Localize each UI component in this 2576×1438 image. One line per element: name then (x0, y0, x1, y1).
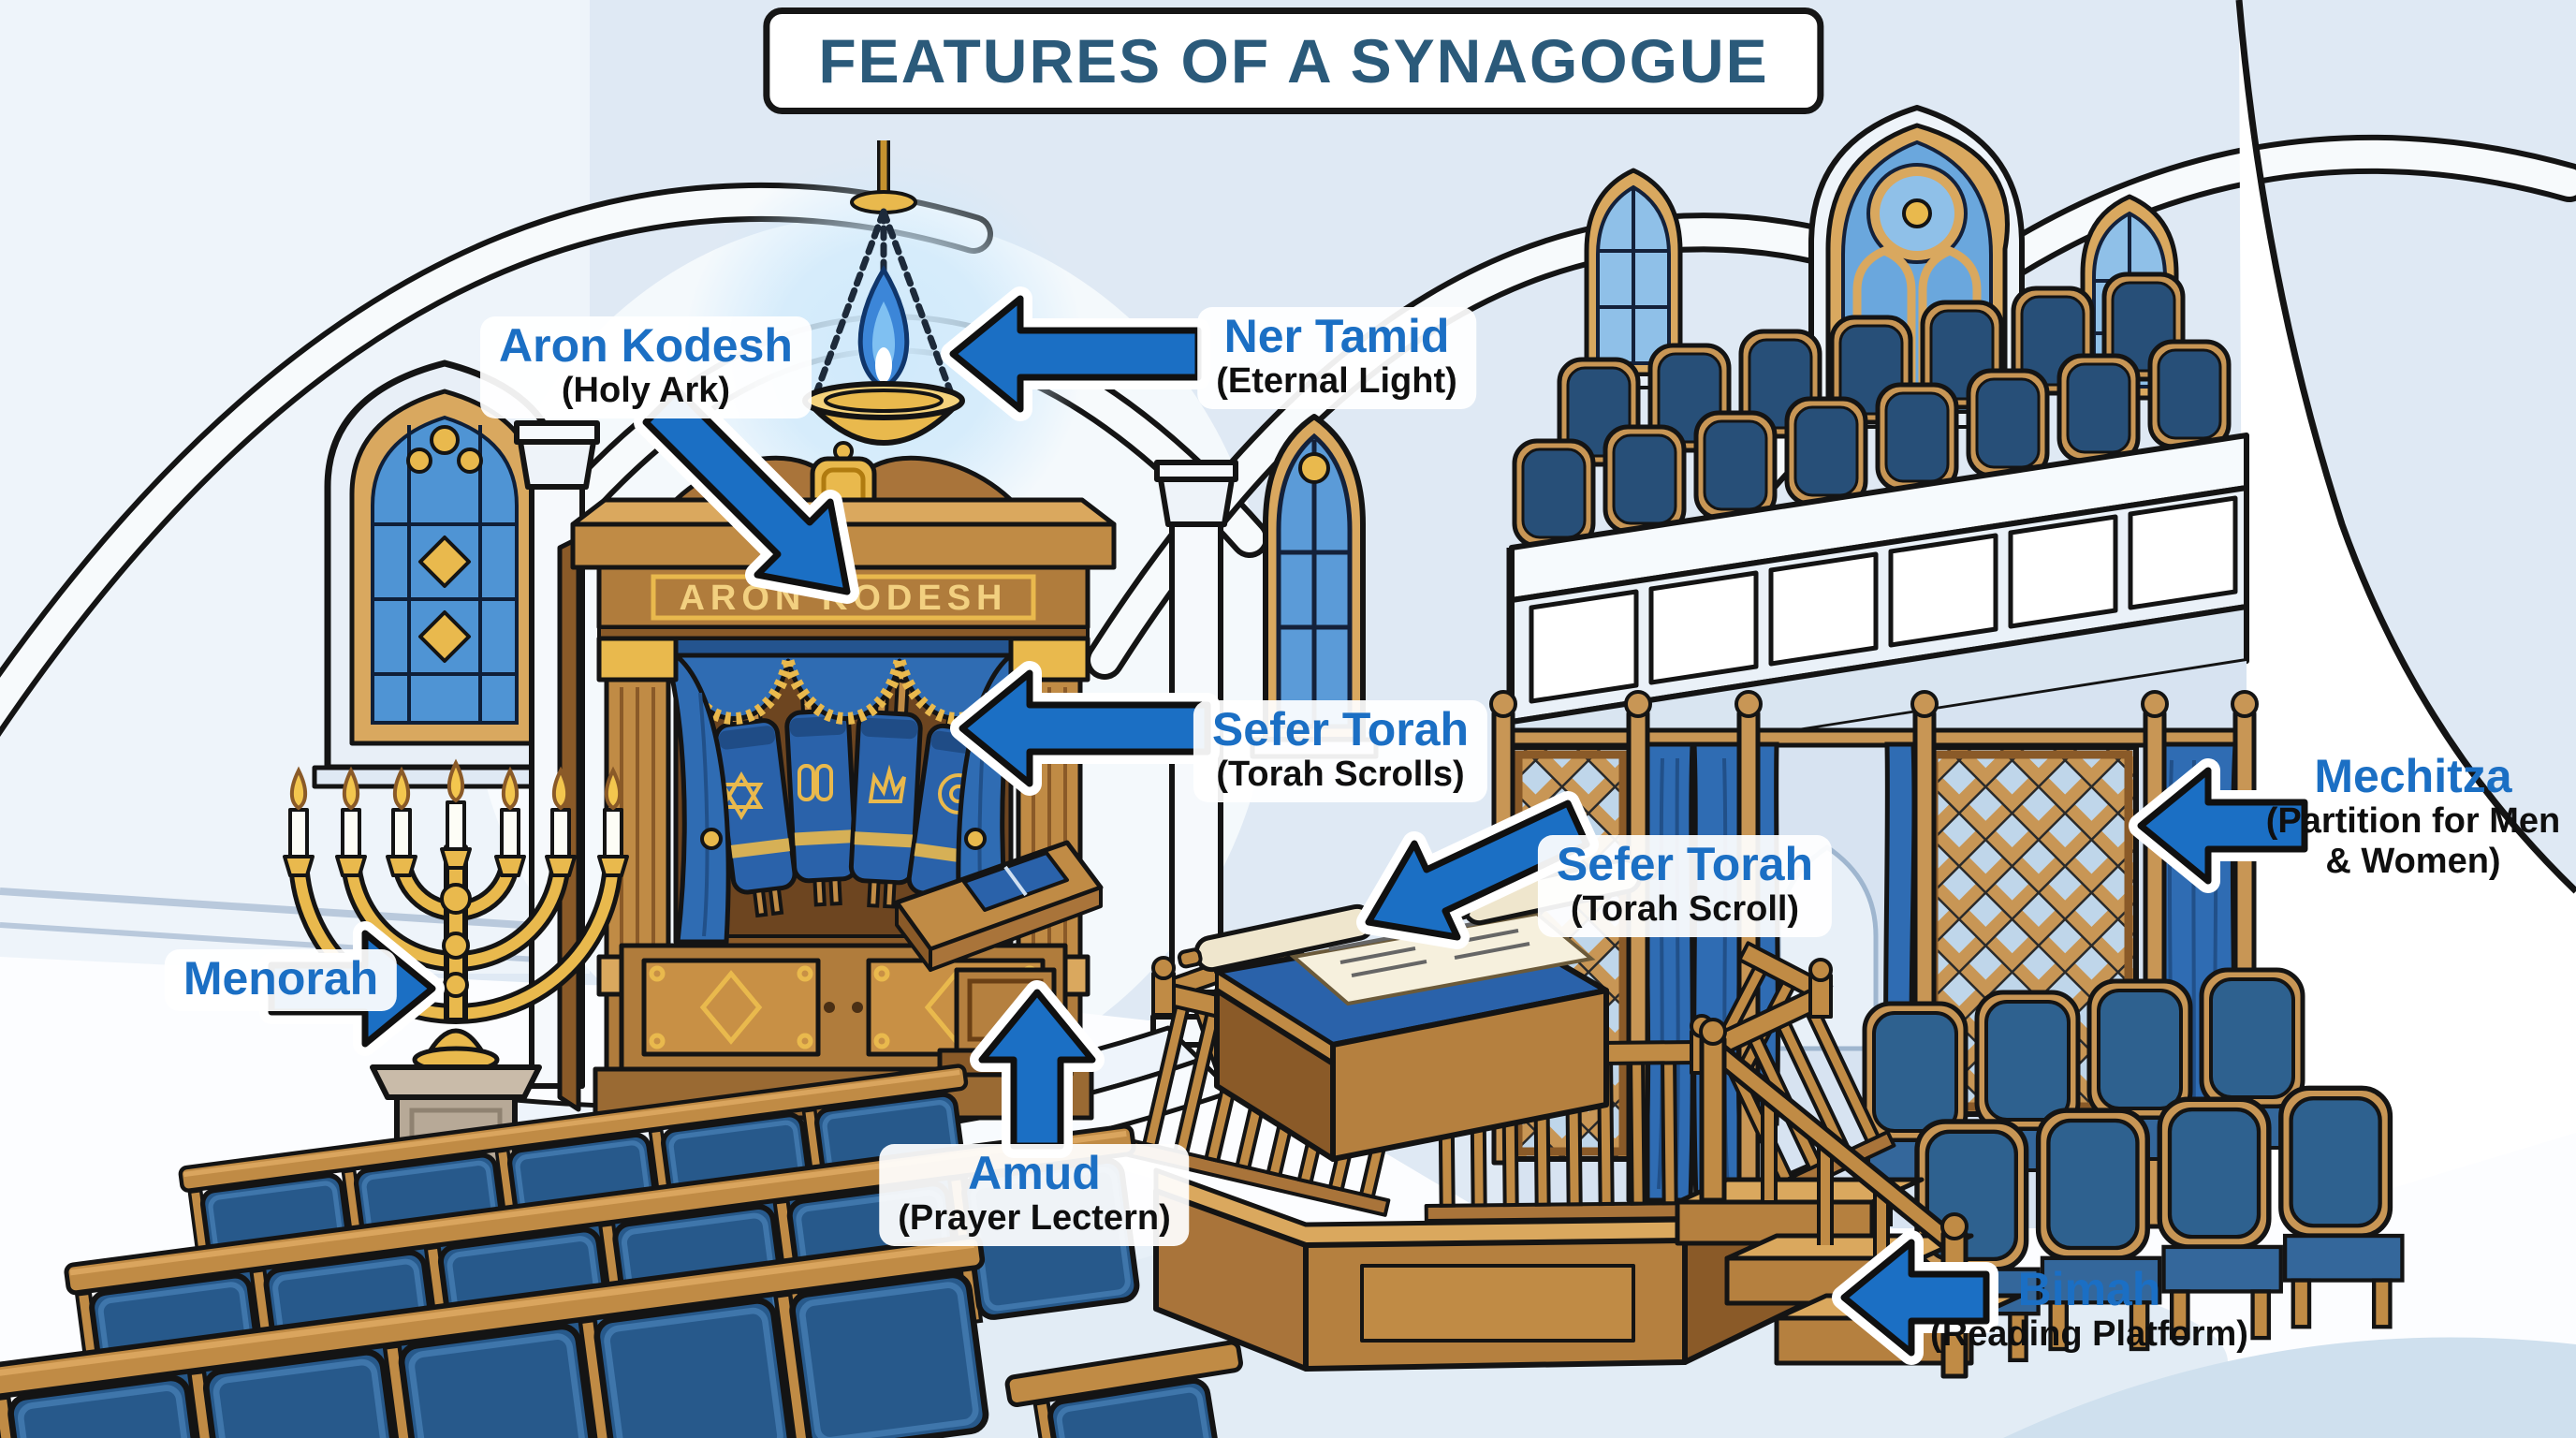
pews (0, 1064, 1243, 1438)
mechitza-pointer-arrow (2129, 758, 2317, 893)
label-ner-tamid-gloss: (Eternal Light) (1216, 361, 1457, 401)
gothic-windows (1573, 105, 2179, 429)
label-amud-gloss: (Prayer Lectern) (898, 1198, 1171, 1238)
label-bimah: Bimah (Reading Platform) (1911, 1260, 2267, 1362)
ner-tamid-lamp (682, 140, 1085, 557)
torah-scroll-on-bimah (1177, 854, 1660, 1162)
label-mechitza: Mechitza (Partition for Men & Women) (2231, 747, 2576, 888)
label-menorah-term: Menorah (183, 952, 379, 1005)
label-ner-tamid: Ner Tamid (Eternal Light) (1197, 307, 1476, 409)
page-title: FEATURES OF A SYNAGOGUE (763, 7, 1824, 114)
label-sefer-torah-scrolls-term: Sefer Torah (1211, 703, 1470, 756)
label-aron-kodesh-term: Aron Kodesh (499, 319, 793, 372)
label-sefer-torah-scrolls-gloss: (Torah Scrolls) (1216, 755, 1465, 794)
label-bimah-gloss: (Reading Platform) (1930, 1314, 2248, 1354)
label-sefer-torah-scroll-term: Sefer Torah (1556, 838, 1814, 890)
label-sefer-torah-scrolls: Sefer Torah (Torah Scrolls) (1193, 700, 1488, 802)
label-aron-kodesh: Aron Kodesh (Holy Ark) (480, 316, 812, 418)
label-sefer-torah-scroll: Sefer Torah (Torah Scroll) (1537, 835, 1833, 937)
label-ner-tamid-term: Ner Tamid (1223, 310, 1450, 362)
bimah-platform (1124, 854, 2024, 1379)
label-menorah: Menorah (164, 949, 398, 1011)
top-right-white-corner (2235, 0, 2576, 1438)
label-mechitza-gloss: (Partition for Men & Women) (2265, 801, 2561, 881)
label-aron-kodesh-gloss: (Holy Ark) (561, 371, 731, 410)
sefer-torah-scroll-pointer-arrow (1356, 791, 1599, 949)
label-sefer-torah-scroll-gloss: (Torah Scroll) (1570, 889, 1800, 929)
label-bimah-term: Bimah (2017, 1263, 2161, 1315)
stained-glass-window-center (1250, 414, 1379, 759)
label-amud: Amud (Prayer Lectern) (879, 1144, 1190, 1246)
label-mechitza-term: Mechitza (2314, 750, 2512, 802)
bimah-pointer-arrow (1832, 1230, 1998, 1365)
label-amud-term: Amud (968, 1147, 1101, 1199)
